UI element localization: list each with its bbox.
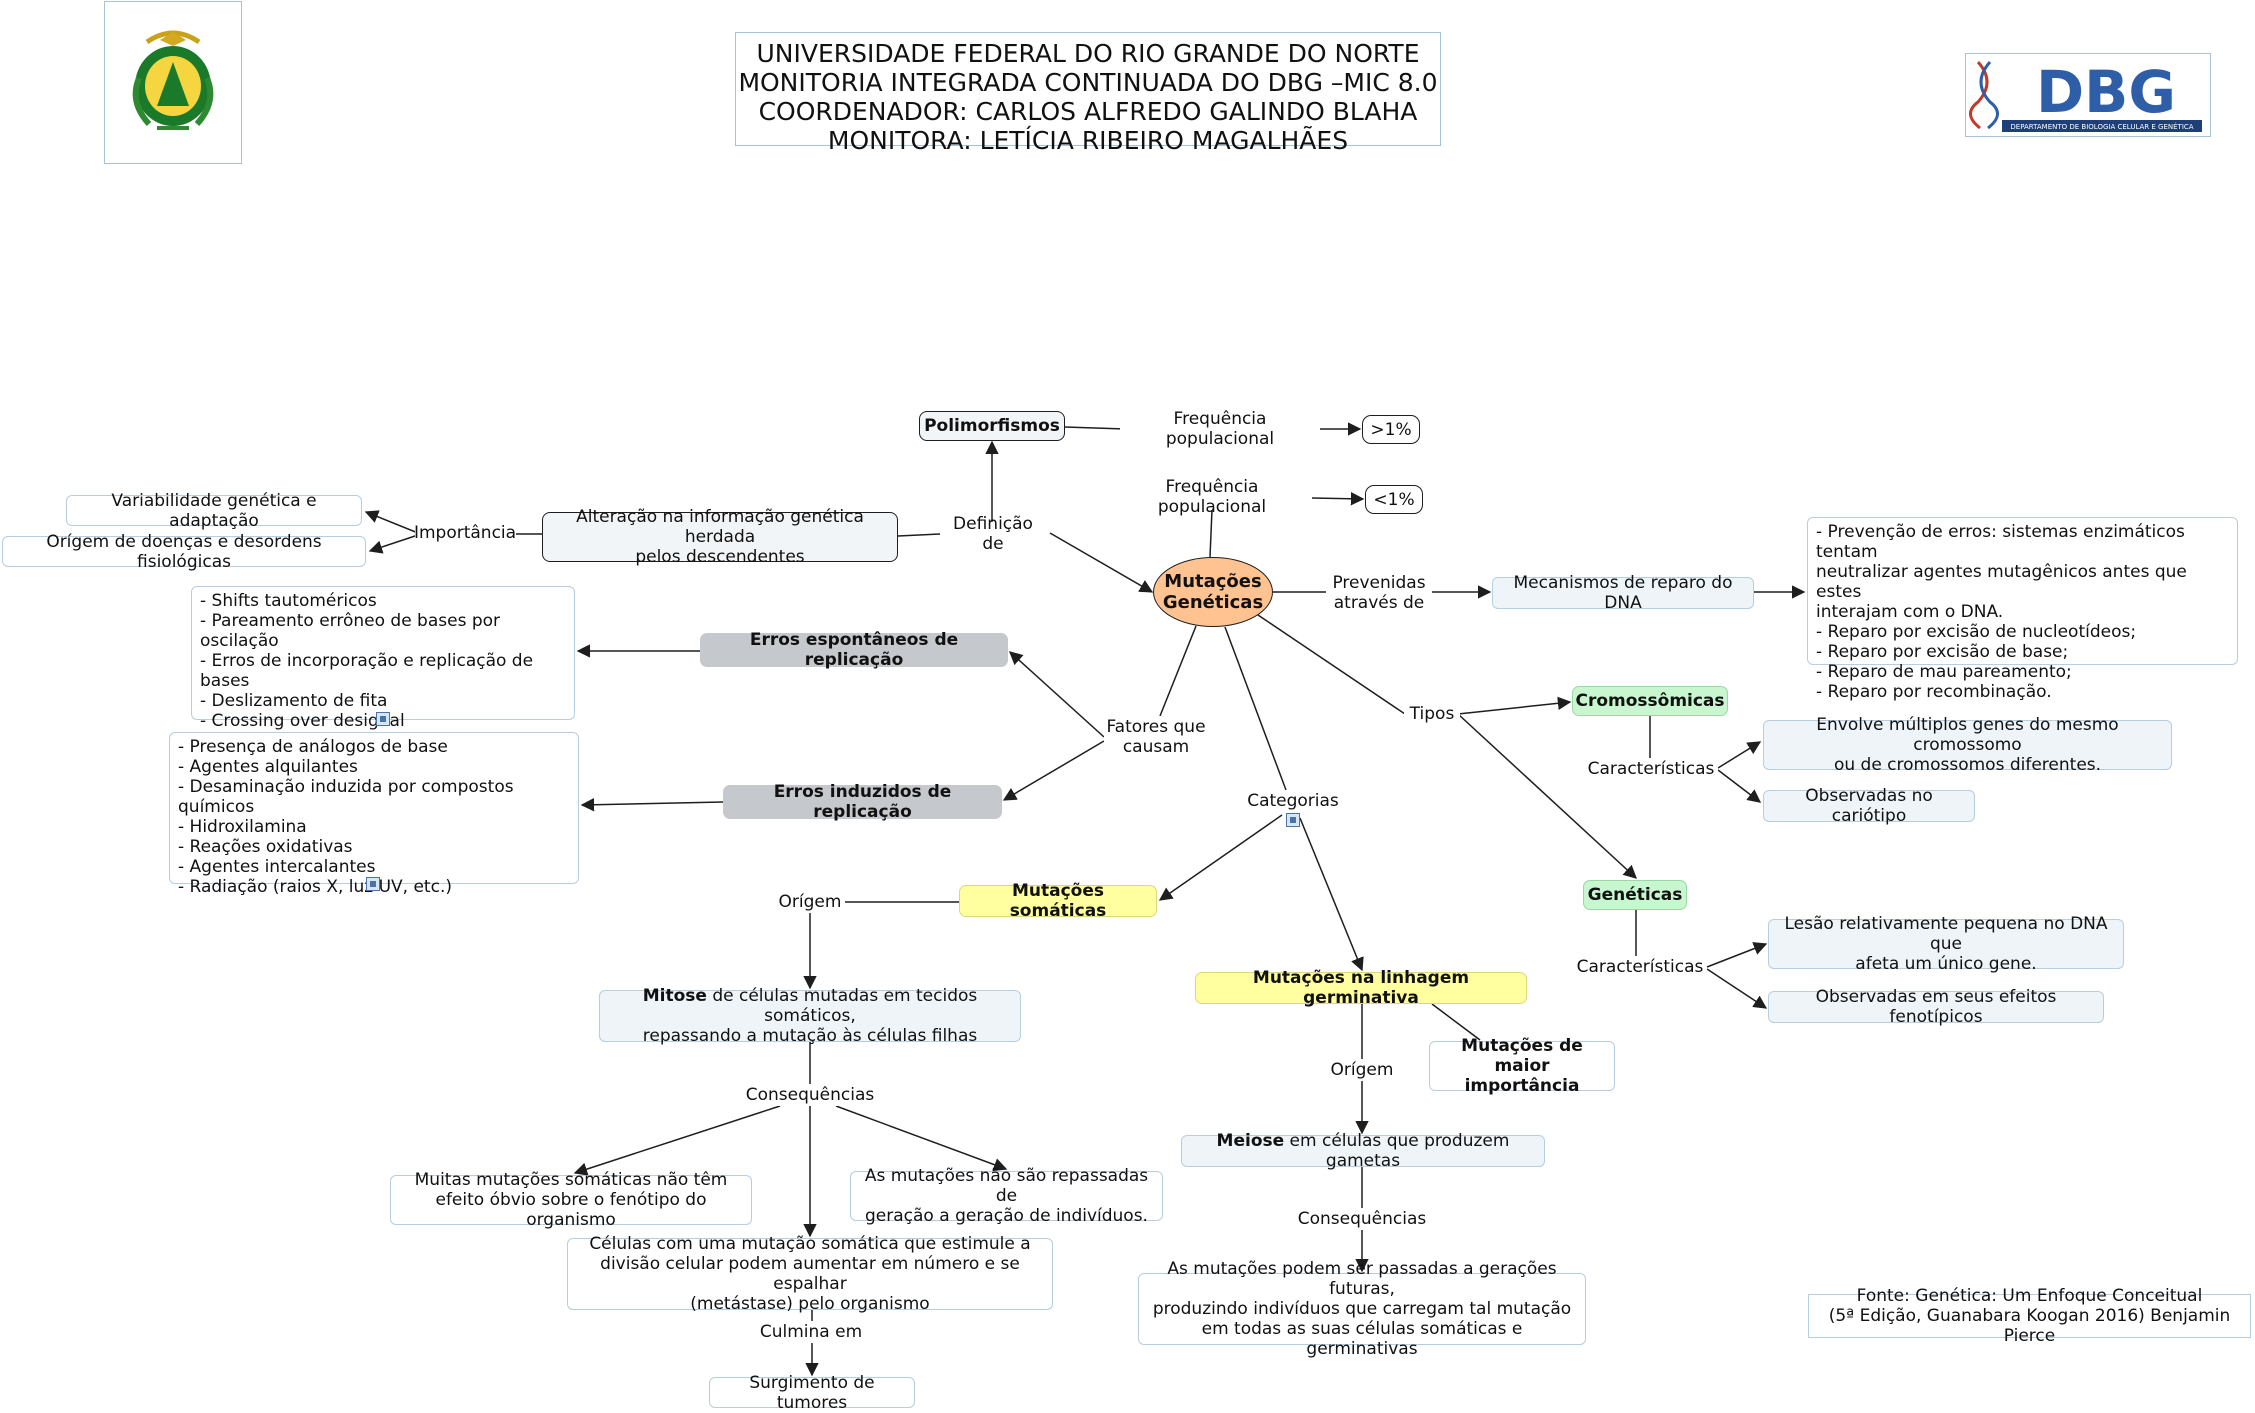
label-culmina-em: Culmina em [755, 1321, 867, 1343]
header-line-4: MONITORA: LETÍCIA RIBEIRO MAGALHÃES [827, 126, 1349, 155]
left-logo-frame [104, 1, 242, 164]
connector-line [368, 534, 419, 554]
header-line-2: MONITORIA INTEGRADA CONTINUADA DO DBG –M… [738, 68, 1438, 97]
node-induzidos-lista[interactable]: - Presença de análogos de base - Agentes… [169, 732, 579, 897]
dbg-logo-caption: DEPARTAMENTO DE BIOLOGIA CELULAR E GENÉT… [2010, 122, 2193, 131]
connector-line [1717, 769, 1762, 803]
header-line-3: COORDENADOR: CARLOS ALFREDO GALINDO BLAH… [758, 97, 1418, 126]
label-prevenidas: Prevenidas através de [1326, 572, 1432, 614]
connector-line [1457, 713, 1637, 879]
node-gt-1[interactable]: >1% [1362, 415, 1420, 444]
label-fatores: Fatores que causam [1104, 716, 1208, 758]
meiose-rest: em células que produzem gametas [1284, 1131, 1510, 1171]
mitose-rest: de células mutadas em tecidos somáticos,… [642, 986, 978, 1046]
connector-line [1257, 614, 1406, 715]
node-lesao[interactable]: Lesão relativamente pequena no DNA que a… [1768, 914, 2124, 974]
node-maior-importancia[interactable]: Mutações de maior importância [1429, 1036, 1615, 1096]
connector-line [1159, 625, 1197, 717]
meiose-bold: Meiose [1216, 1131, 1285, 1151]
connector-line [1064, 426, 1126, 430]
node-mutacoes-somaticas[interactable]: Mutações somáticas [959, 881, 1157, 921]
image-attachment-icon[interactable] [376, 712, 390, 726]
dbg-logo-wordmark: DBG [2036, 58, 2176, 126]
label-importancia: Importância [413, 522, 517, 544]
connector-line [1706, 942, 1768, 968]
node-cariotipo[interactable]: Observadas no cariótipo [1763, 786, 1975, 826]
label-caracteristicas-2: Características [1573, 956, 1707, 978]
connector-line [1209, 509, 1213, 558]
mitose-text: Mitose de células mutadas em tecidos som… [608, 986, 1012, 1046]
label-frequencia-2: Frequência populacional [1112, 477, 1312, 517]
node-variabilidade[interactable]: Variabilidade genética e adaptação [66, 491, 362, 531]
node-envolve-multiplos[interactable]: Envolve múltiplos genes do mesmo cromoss… [1763, 715, 2172, 775]
source-citation: Fonte: Genética: Um Enfoque Conceitual (… [1808, 1286, 2251, 1346]
label-origem-2: Orígem [1327, 1059, 1397, 1081]
connector-line [1008, 651, 1105, 738]
node-lt-1[interactable]: <1% [1365, 485, 1423, 514]
connector-line [1706, 968, 1768, 1009]
connector-line [1717, 741, 1762, 769]
node-mutacoes-geneticas[interactable]: Mutações Genéticas [1153, 557, 1273, 627]
node-nao-repassadas[interactable]: As mutações não são repassadas de geraçã… [850, 1166, 1163, 1226]
node-cromossomicas[interactable]: Cromossômicas [1572, 686, 1728, 716]
header-title-box: UNIVERSIDADE FEDERAL DO RIO GRANDE DO NO… [735, 32, 1441, 155]
node-meiose[interactable]: Meiose em células que produzem gametas [1181, 1131, 1545, 1171]
connector-line [364, 510, 419, 534]
label-categorias: Categorias [1244, 790, 1342, 812]
node-tumores[interactable]: Surgimento de tumores [709, 1373, 915, 1413]
connector-line [1311, 492, 1365, 506]
node-linhagem-germinativa[interactable]: Mutações na linhagem germinativa [1195, 968, 1527, 1008]
node-erros-espontaneos[interactable]: Erros espontâneos de replicação [700, 630, 1008, 670]
connector-line [1431, 1003, 1481, 1041]
node-fenotipicos[interactable]: Observadas em seus efeitos fenotípicos [1768, 987, 2104, 1027]
node-reparo-lista[interactable]: - Prevenção de erros: sistemas enzimátic… [1807, 517, 2238, 702]
node-celulas-metastase[interactable]: Células com uma mutação somática que est… [567, 1234, 1053, 1314]
connector-line [1224, 626, 1287, 791]
node-reparo-dna[interactable]: Mecanismos de reparo do DNA [1492, 573, 1754, 613]
label-consequencias-1: Consequências [744, 1084, 876, 1106]
connector-line [1002, 740, 1105, 801]
node-mitose[interactable]: Mitose de células mutadas em tecidos som… [599, 986, 1021, 1046]
connector-line [1158, 814, 1283, 901]
dbg-logo: DBG DEPARTAMENTO DE BIOLOGIA CELULAR E G… [1969, 58, 2202, 132]
meiose-text: Meiose em células que produzem gametas [1190, 1131, 1536, 1171]
label-frequencia-1: Frequência populacional [1120, 409, 1320, 449]
node-alteracao[interactable]: Alteração na informação genética herdada… [542, 507, 898, 567]
node-muitas-mutacoes[interactable]: Muitas mutações somáticas não têm efeito… [390, 1170, 752, 1230]
connector-line [580, 797, 724, 812]
node-passadas-geracoes[interactable]: As mutações podem ser passadas a geraçõe… [1138, 1259, 1586, 1359]
connector-line [1299, 817, 1364, 972]
node-geneticas[interactable]: Genéticas [1583, 880, 1687, 910]
node-origem-doencas[interactable]: Orígem de doenças e desordens fisiológic… [2, 532, 366, 572]
ufrn-crest-logo [132, 30, 214, 130]
label-definicao-de: Definição de [940, 514, 1046, 554]
connector-line [897, 533, 941, 537]
connector-line [835, 1105, 1008, 1172]
node-erros-induzidos[interactable]: Erros induzidos de replicação [723, 782, 1002, 822]
header-line-1: UNIVERSIDADE FEDERAL DO RIO GRANDE DO NO… [756, 39, 1420, 68]
image-attachment-icon[interactable] [366, 877, 380, 891]
right-logo-frame: DBG DEPARTAMENTO DE BIOLOGIA CELULAR E G… [1965, 53, 2211, 137]
label-tipos: Tipos [1404, 703, 1460, 725]
image-attachment-icon[interactable] [1286, 813, 1300, 827]
node-polimorfismos[interactable]: Polimorfismos [919, 411, 1065, 441]
connector-line [573, 1105, 781, 1176]
mitose-bold: Mitose [642, 986, 707, 1006]
label-caracteristicas-1: Características [1584, 758, 1718, 780]
label-origem-1: Orígem [776, 891, 844, 913]
label-consequencias-2: Consequências [1296, 1208, 1428, 1230]
connector-line [1457, 696, 1572, 715]
node-espontaneos-lista[interactable]: - Shifts tautoméricos - Pareamento errôn… [191, 586, 575, 751]
connector-line [1049, 532, 1154, 593]
